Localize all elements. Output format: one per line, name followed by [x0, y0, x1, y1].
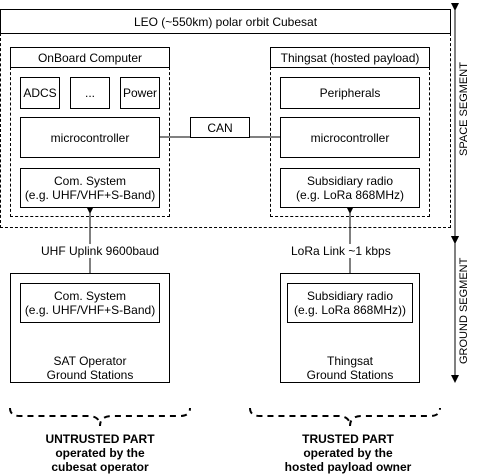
thingsat-peripherals: Peripherals: [280, 77, 420, 109]
thingsat-radio: Subsidiary radio (e.g. LoRa 868MHz): [280, 168, 420, 208]
ground-segment-label: GROUND SEGMENT: [458, 257, 470, 364]
untrusted-line3: cubesat operator: [51, 460, 149, 474]
thingsat-station-line2: Ground Stations: [306, 368, 394, 382]
untrusted-line2: operated by the: [55, 446, 145, 460]
thingsat-frame: [270, 67, 430, 217]
ground-com-system: Com. System (e.g. UHF/VHF+S-Band): [20, 283, 160, 323]
thingsat-radio-line1: Subsidiary radio: [306, 174, 394, 188]
untrusted-part-label: UNTRUSTED PART operated by the cubesat o…: [0, 432, 200, 474]
obc-frame: [10, 67, 170, 217]
ground-radio-line2: (e.g. LoRa 868MHz)): [293, 303, 407, 317]
thingsat-station-label: Thingsat Ground Stations: [280, 354, 420, 382]
thingsat-radio-line2: (e.g. LoRa 868MHz): [295, 188, 405, 202]
trusted-line2: operated by the: [303, 446, 393, 460]
sat-operator-line2: Ground Stations: [46, 368, 134, 382]
ground-com-line2: (e.g. UHF/VHF+S-Band): [24, 303, 156, 317]
can-bus-label: CAN: [190, 117, 250, 138]
untrusted-brace: [9, 407, 191, 427]
obc-com-line2: (e.g. UHF/VHF+S-Band): [24, 188, 156, 202]
power-block: Power: [120, 77, 160, 109]
obc-microcontroller: microcontroller: [20, 117, 160, 158]
ground-com-line1: Com. System: [53, 289, 126, 303]
trusted-line1: TRUSTED PART: [302, 432, 394, 446]
thingsat-microcontroller: microcontroller: [280, 117, 420, 158]
lora-link-label: LoRa Link ~1 kbps: [290, 244, 392, 258]
sat-operator-label: SAT Operator Ground Stations: [10, 354, 170, 382]
trusted-part-label: TRUSTED PART operated by the hosted payl…: [248, 432, 448, 474]
obc-com-line1: Com. System: [53, 174, 126, 188]
ground-subsidiary-radio: Subsidiary radio (e.g. LoRa 868MHz)): [287, 283, 413, 323]
trusted-line3: hosted payload owner: [284, 460, 412, 474]
adcs-block: ADCS: [20, 77, 60, 109]
uhf-link-label: UHF Uplink 9600baud: [40, 244, 161, 258]
space-segment-label: SPACE SEGMENT: [458, 62, 470, 156]
thingsat-station-line1: Thingsat: [326, 354, 374, 368]
orbit-title: LEO (~550km) polar orbit Cubesat: [0, 9, 451, 34]
ground-radio-line1: Subsidiary radio: [306, 289, 394, 303]
obc-com-system: Com. System (e.g. UHF/VHF+S-Band): [20, 168, 160, 208]
trusted-brace: [249, 407, 441, 427]
more-block: ...: [70, 77, 110, 109]
thingsat-title: Thingsat (hosted payload): [270, 47, 430, 68]
untrusted-line1: UNTRUSTED PART: [45, 432, 155, 446]
sat-operator-line1: SAT Operator: [53, 354, 127, 368]
obc-title: OnBoard Computer: [10, 47, 170, 68]
